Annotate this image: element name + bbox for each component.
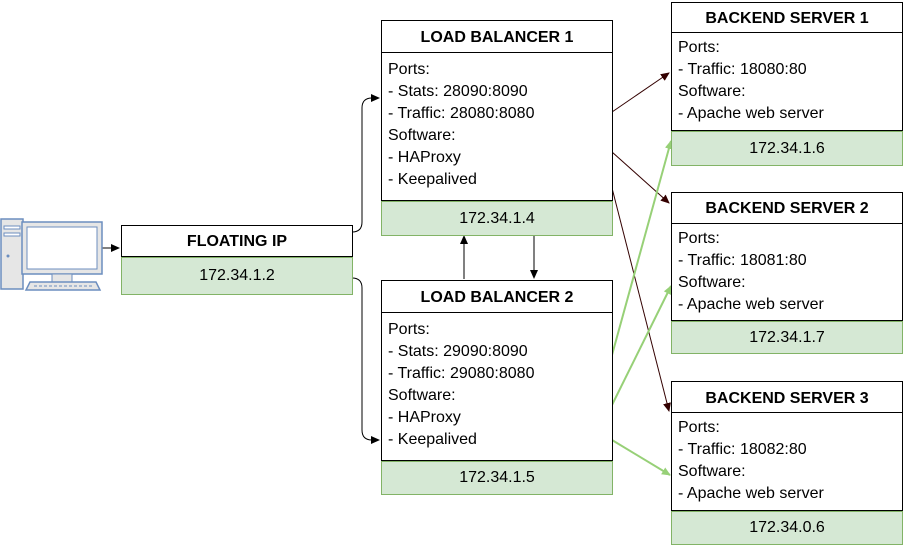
detail-line: - Stats: 28090:8090	[388, 83, 528, 100]
detail-line: Software:	[678, 274, 746, 291]
detail-line: Ports:	[388, 61, 430, 78]
floating-ip-node: FLOATING IP 172.34.1.2	[121, 225, 353, 295]
detail-line: Software:	[678, 83, 746, 100]
arrow-lb2-to-backend2	[611, 285, 672, 406]
detail-line: - HAProxy	[388, 409, 461, 426]
detail-line: - Apache web server	[678, 485, 824, 502]
detail-line: Ports:	[678, 230, 720, 247]
floating-ip-title: FLOATING IP	[121, 225, 353, 257]
detail-line: Software:	[678, 463, 746, 480]
detail-line: Software:	[388, 387, 456, 404]
detail-line: - Traffic: 18082:80	[678, 441, 807, 458]
backend-server-1: BACKEND SERVER 1 Ports: - Traffic: 18080…	[671, 2, 903, 166]
detail-line: - Traffic: 18081:80	[678, 252, 807, 269]
detail-line: - Keepalived	[388, 171, 477, 188]
load-balancer-1-ip: 172.34.1.4	[381, 201, 613, 236]
detail-line: - Keepalived	[388, 431, 477, 448]
arrow-lb1-to-backend1	[611, 72, 670, 113]
detail-line: Ports:	[678, 419, 720, 436]
arrow-lb2-to-backend1	[611, 140, 673, 356]
backend-server-2: BACKEND SERVER 2 Ports: - Traffic: 18081…	[671, 192, 903, 354]
load-balancer-1: LOAD BALANCER 1 Ports: - Stats: 28090:80…	[381, 20, 613, 236]
detail-line: Software:	[388, 127, 456, 144]
backend-server-2-ip: 172.34.1.7	[671, 321, 903, 354]
arrow-floating-ip-to-lb2	[351, 277, 380, 444]
load-balancer-1-details: Ports: - Stats: 28090:8090 - Traffic: 28…	[381, 53, 613, 201]
detail-line: Ports:	[678, 39, 720, 56]
detail-line: - Stats: 29090:8090	[388, 343, 528, 360]
load-balancer-2-ip: 172.34.1.5	[381, 461, 613, 495]
arrow-lb1-to-backend2	[611, 151, 670, 204]
arrow-floating-ip-to-lb1	[351, 94, 380, 233]
backend-server-3-ip: 172.34.0.6	[671, 511, 903, 545]
detail-line: - Apache web server	[678, 296, 824, 313]
arrow-lb2-to-backend3	[611, 439, 671, 476]
detail-line: - HAProxy	[388, 149, 461, 166]
backend-server-1-details: Ports: - Traffic: 18080:80 Software: - A…	[671, 33, 903, 131]
detail-line: Ports:	[388, 321, 430, 338]
backend-server-2-details: Ports: - Traffic: 18081:80 Software: - A…	[671, 224, 903, 321]
backend-server-1-title: BACKEND SERVER 1	[671, 2, 903, 33]
backend-server-3-title: BACKEND SERVER 3	[671, 381, 903, 413]
detail-line: - Traffic: 18080:80	[678, 61, 807, 78]
backend-server-3-details: Ports: - Traffic: 18082:80 Software: - A…	[671, 413, 903, 511]
backend-server-3: BACKEND SERVER 3 Ports: - Traffic: 18082…	[671, 381, 903, 545]
floating-ip-address: 172.34.1.2	[121, 257, 353, 295]
backend-server-2-title: BACKEND SERVER 2	[671, 192, 903, 224]
backend-server-1-ip: 172.34.1.6	[671, 131, 903, 166]
detail-line: - Apache web server	[678, 105, 824, 122]
load-balancer-2-title: LOAD BALANCER 2	[381, 280, 613, 313]
desktop-computer-icon	[0, 218, 104, 297]
arrow-lb1-to-backend3	[611, 187, 671, 412]
load-balancer-2: LOAD BALANCER 2 Ports: - Stats: 29090:80…	[381, 280, 613, 495]
load-balancer-2-details: Ports: - Stats: 29090:8090 - Traffic: 29…	[381, 313, 613, 461]
detail-line: - Traffic: 28080:8080	[388, 105, 535, 122]
load-balancer-1-title: LOAD BALANCER 1	[381, 20, 613, 53]
detail-line: - Traffic: 29080:8080	[388, 365, 535, 382]
